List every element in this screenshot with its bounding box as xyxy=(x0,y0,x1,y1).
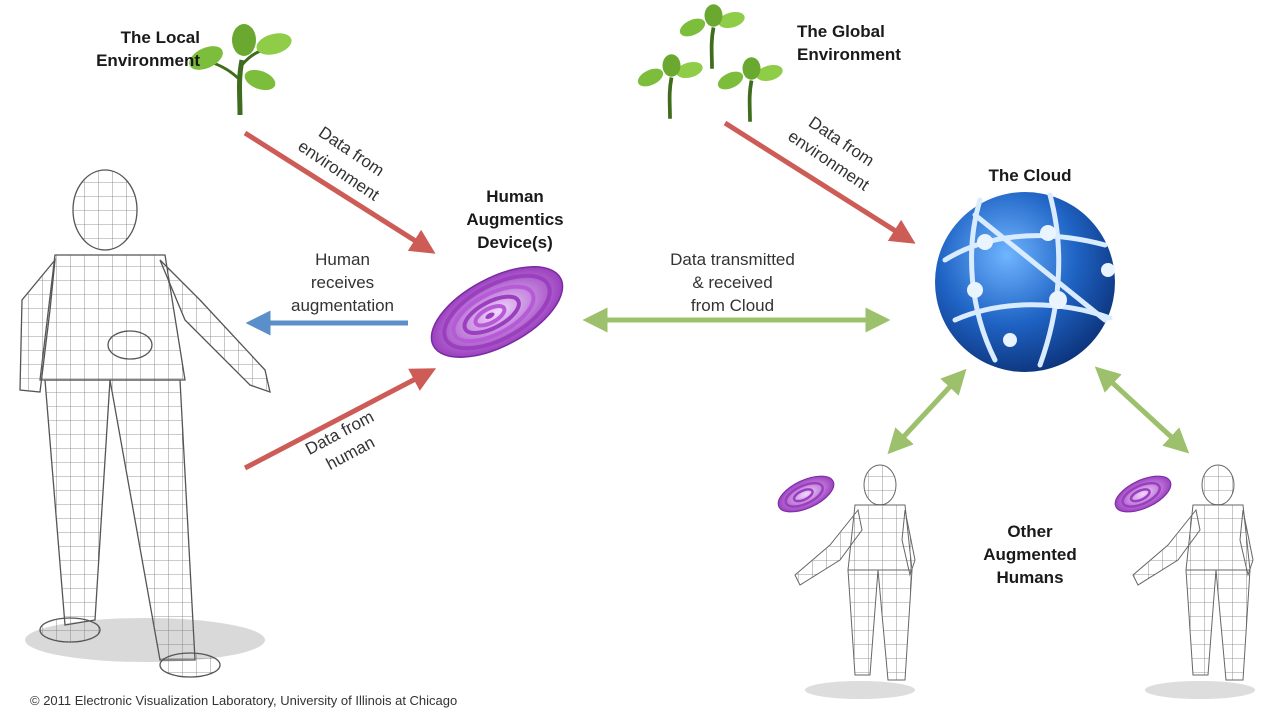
arrow-cloud-other-human-2 xyxy=(1094,366,1190,454)
other-human-device-icon-1 xyxy=(777,475,835,513)
copyright-notice: © 2011 Electronic Visualization Laborato… xyxy=(30,693,458,708)
arrow-global-env-to-cloud xyxy=(723,120,916,244)
arrow-cloud-other-human-1 xyxy=(887,368,967,455)
local-environment-plant-icon xyxy=(189,24,292,116)
cloud-globe-icon xyxy=(935,192,1115,372)
other-human-figure-1 xyxy=(794,464,916,699)
global-environment-plants-icon xyxy=(637,4,783,122)
other-human-device-icon-2 xyxy=(1114,475,1172,513)
augmentics-device-icon xyxy=(430,266,564,358)
arrow-local-env-to-device xyxy=(243,130,436,254)
arrow-human-to-device xyxy=(243,368,437,471)
human-wireframe-figure xyxy=(19,169,271,678)
cloud-label: The Cloud xyxy=(988,166,1072,185)
other-human-figure-2 xyxy=(1132,464,1255,699)
